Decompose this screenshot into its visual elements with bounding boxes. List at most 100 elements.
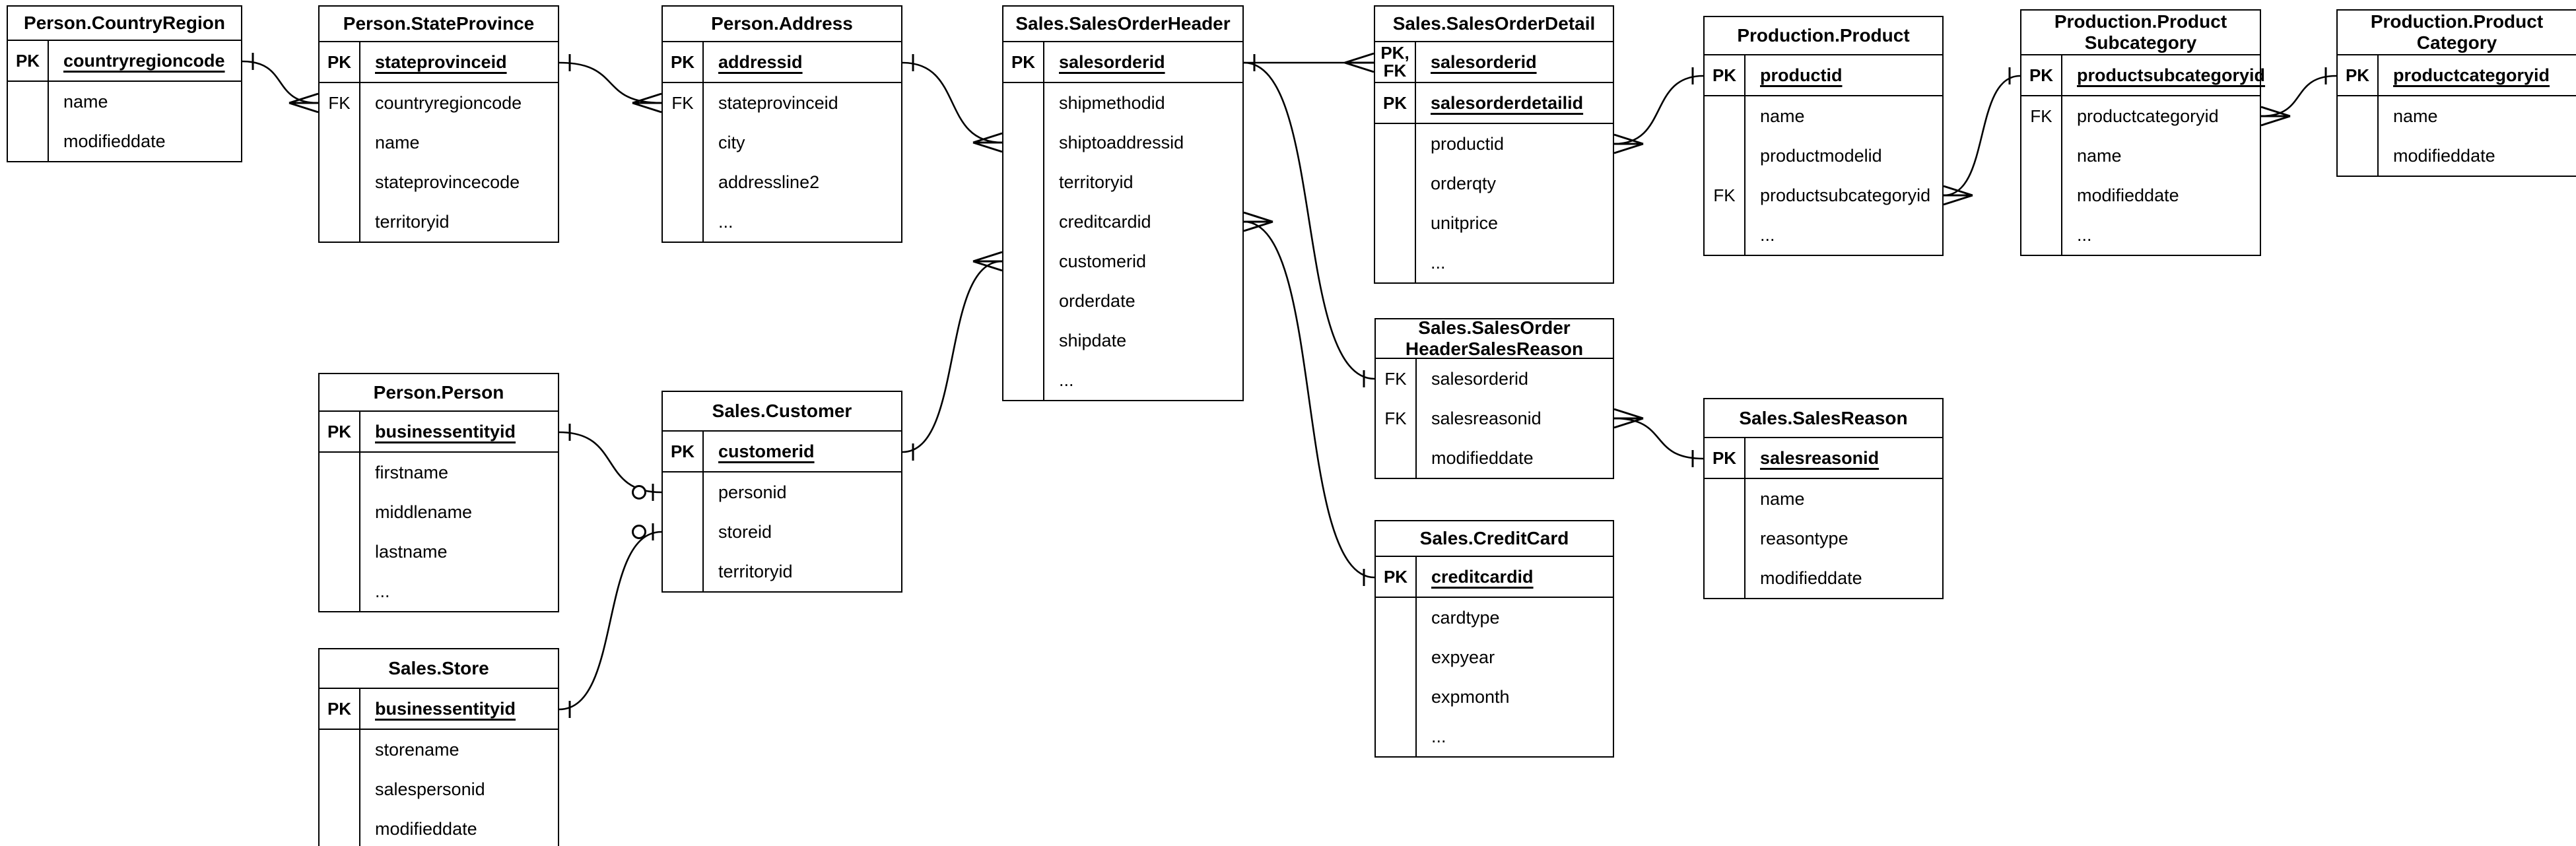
field-tag [8,82,49,121]
connector-product-productsubcategory [1943,75,2021,197]
field-row: name [1705,96,1942,136]
field-name: name [2393,106,2438,126]
field-name: modifieddate [2077,185,2179,205]
field-name: stateprovinceid [718,92,838,113]
field-tag [2021,136,2062,176]
field-row: city [663,123,901,162]
field-name: firstname [375,462,449,482]
table-title: Person.StateProvince [320,7,558,42]
key-tag: PK [320,412,360,451]
field-tag: FK [320,83,360,123]
field-name: productid [1760,65,1843,85]
key-tag: PK [8,41,49,81]
field-name: expyear [1431,647,1495,667]
field-row: modifieddate [8,121,241,161]
field-tag [320,571,360,611]
field-name: productsubcategoryid [2077,65,2266,85]
connector-countryregion-stateprovince [242,60,319,104]
field-tag: FK [1705,176,1746,215]
field-tag [1003,360,1044,400]
field-row: productid [1375,124,1613,164]
field-name: salespersonid [375,779,485,799]
field-name: name [2077,145,2122,166]
field-tag [2338,96,2379,136]
field-name: productmodelid [1760,145,1882,166]
field-tag [2021,215,2062,255]
connector-productsubcategory-productcategory [2260,75,2337,117]
field-name: city [718,132,745,152]
field-name: modifieddate [1431,447,1534,468]
field-tag [1705,558,1746,598]
field-row: modifieddate [2338,136,2576,176]
field-row: personid [663,472,901,512]
field-tag [320,809,360,846]
connector-headersalesreason-salesreason [1613,417,1704,460]
field-name: name [63,91,108,112]
table-title: Sales.SalesOrder HeaderSalesReason [1376,317,1613,359]
key-tag: PK [2021,55,2062,95]
key-tag: PK [663,432,704,471]
field-row: creditcardid [1003,202,1242,242]
key-tag: PK [320,42,360,82]
key-tag: PK, FK [1375,42,1416,82]
field-tag [320,730,360,769]
field-tag [663,202,704,242]
key-tag: PK [1705,55,1746,95]
field-name: name [1760,488,1805,509]
field-tag [1375,124,1416,164]
field-row: stateprovincecode [320,162,558,202]
connector-customer-salesorderheader [902,260,1003,453]
field-tag [8,121,49,161]
field-row: territoryid [1003,162,1242,202]
field-tag [1003,321,1044,360]
field-name: shipmethodid [1059,92,1165,113]
field-tag: FK [1376,359,1417,399]
table-title: Sales.CreditCard [1376,521,1613,557]
field-name: modifieddate [63,131,166,151]
field-row: shipmethodid [1003,83,1242,123]
field-name: personid [718,482,787,502]
connector-address-salesorderheader [902,61,1003,144]
field-name: ... [375,581,390,601]
field-tag [320,123,360,162]
field-row: shipdate [1003,321,1242,360]
field-name: businessentityid [375,698,516,719]
table-title: Person.CountryRegion [8,7,241,41]
field-tag: FK [2021,96,2062,136]
key-field-row: PK productid [1705,55,1942,96]
field-row: name [1705,479,1942,519]
field-row: lastname [320,532,558,571]
field-name: expmonth [1431,686,1510,707]
field-name: ... [718,211,733,232]
key-field-row: PK stateprovinceid [320,42,558,83]
connector-salesorderheader-headersalesreason [1243,61,1375,380]
field-name: shipdate [1059,330,1127,350]
field-row: name [8,82,241,121]
field-name: creditcardid [1431,566,1534,587]
field-name: stateprovinceid [375,51,507,72]
table-title: Production.Product Category [2338,11,2576,55]
field-row: modifieddate [2021,176,2260,215]
key-field-row: PK productsubcategoryid [2021,55,2265,96]
field-name: name [375,132,420,152]
field-row: orderdate [1003,281,1242,321]
